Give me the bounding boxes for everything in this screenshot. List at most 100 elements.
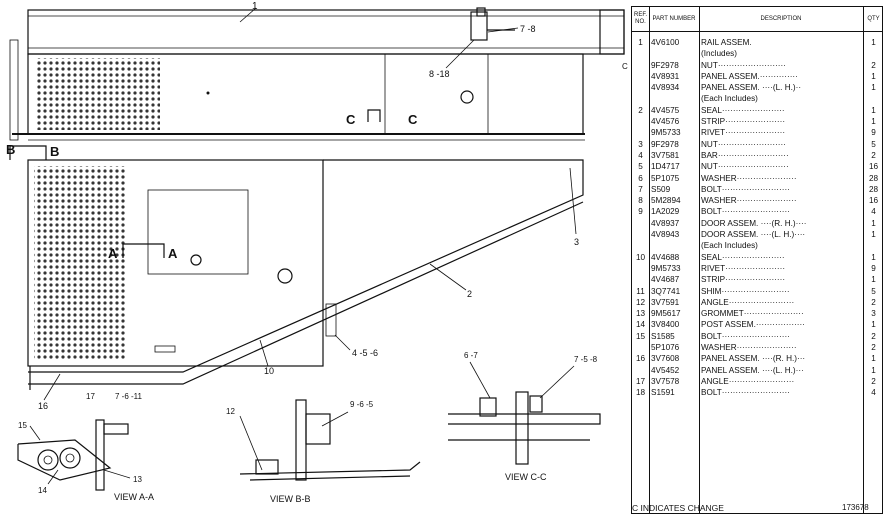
description: BOLT························· [701,388,790,398]
description: PANEL ASSEM. ····(R. H.)··· [701,354,806,364]
part-number: 3V7578 [651,376,680,386]
quantity: 1 [871,71,876,81]
description: RIVET······················ [701,128,786,138]
latch-assembly [470,7,515,41]
description: DOOR ASSEM. ····(L. H.)···· [701,230,806,240]
quantity: 1 [871,320,876,330]
quantity: 4 [871,388,876,398]
description: ANGLE························ [701,376,795,386]
part-number: 3V7581 [651,150,680,160]
part-number: 4V6100 [651,38,680,47]
callout: 2 [467,289,472,299]
description: BOLT························· [701,207,790,217]
section-mark-b-right: B [50,144,59,159]
description: (Includes) [701,49,737,59]
quantity: 2 [871,150,876,160]
table-row: 4V5452 PANEL ASSEM. ····(L. H.)··· 1 [632,365,882,376]
section-mark-a-right: A [168,246,178,261]
quantity: 2 [871,297,876,307]
callout: 13 [133,475,142,484]
column-divider [863,7,864,513]
description: WASHER······················ [701,173,797,183]
callout: 15 [18,421,27,430]
ref-number: 4 [638,150,643,160]
ref-number: 13 [635,309,646,319]
description: RIVET······················ [701,263,786,273]
quantity: 16 [868,196,879,206]
callout: 7 -6 -11 [115,392,143,401]
callout: 1 [252,1,258,12]
description: BOLT························· [701,184,790,194]
table-row: (Each Includes) [632,93,882,104]
callout: 17 [86,392,95,401]
quantity: 1 [871,365,876,375]
description: STRIP······················ [701,117,786,127]
description: BAR·························· [701,150,789,160]
quantity: 9 [871,263,876,273]
description: ANGLE························ [701,297,795,307]
ref-number: 3 [638,139,643,149]
callout: 4 -5 -6 [352,348,378,358]
ref-number: 9 [638,207,643,217]
description: WASHER······················ [701,343,797,353]
quantity: 1 [871,218,876,228]
ref-number: 2 [638,105,643,115]
lower-panel [27,159,584,390]
part-number: 4V8931 [651,71,680,81]
table-row: (Each Includes) [632,240,882,251]
description: PANEL ASSEM. ····(L. H.)·· [701,83,802,93]
view-c-c [448,361,601,465]
quantity: 2 [871,343,876,353]
table-header: REF. NO. PART NUMBER DESCRIPTION QTY [632,7,882,32]
description: WASHER······················ [701,196,797,206]
ref-number: 6 [638,173,643,183]
quantity: 1 [871,230,876,240]
part-number: 9M5733 [651,128,681,138]
callout: 16 [38,401,48,411]
section-letters: C C B B A A [6,112,418,261]
callout-labels: 1 7 -8 8 -18 3 2 4 -5 -6 10 16 17 7 -6 -… [18,1,598,495]
part-number: 3V8400 [651,320,680,330]
part-number: 5P1076 [651,343,680,353]
ref-number: 14 [635,320,646,330]
view-label-c-c: VIEW C-C [505,472,547,482]
quantity: 4 [871,207,876,217]
header-part-number: PART NUMBER [652,15,696,22]
quantity: 2 [871,376,876,386]
description: PANEL ASSEM. ····(L. H.)··· [701,365,804,375]
leader-lines [43,7,577,401]
callout: 7 -5 -8 [574,355,598,364]
ref-number: 16 [635,354,646,364]
part-number: 4V4688 [651,252,680,262]
ref-number: 12 [635,297,646,307]
ref-number: 11 [636,286,645,296]
description: DOOR ASSEM. ····(R. H.)···· [701,218,807,228]
quantity: 3 [871,309,876,319]
section-markers [9,109,381,258]
view-a-a [17,419,131,491]
quantity: 1 [871,38,876,47]
description: STRIP······················ [701,275,786,285]
quantity: 1 [871,105,876,115]
ref-number: 7 [638,184,643,194]
part-number: S1585 [651,331,675,341]
part-number: 4V5452 [651,365,680,375]
description: BOLT························· [701,331,790,341]
section-mark-c-right: C [408,112,418,127]
description: GROMMET······················ [701,309,804,319]
callout: 7 -8 [520,24,536,34]
quantity: 2 [871,331,876,341]
callout: 6 -7 [464,351,478,360]
change-mark: C [622,62,628,71]
